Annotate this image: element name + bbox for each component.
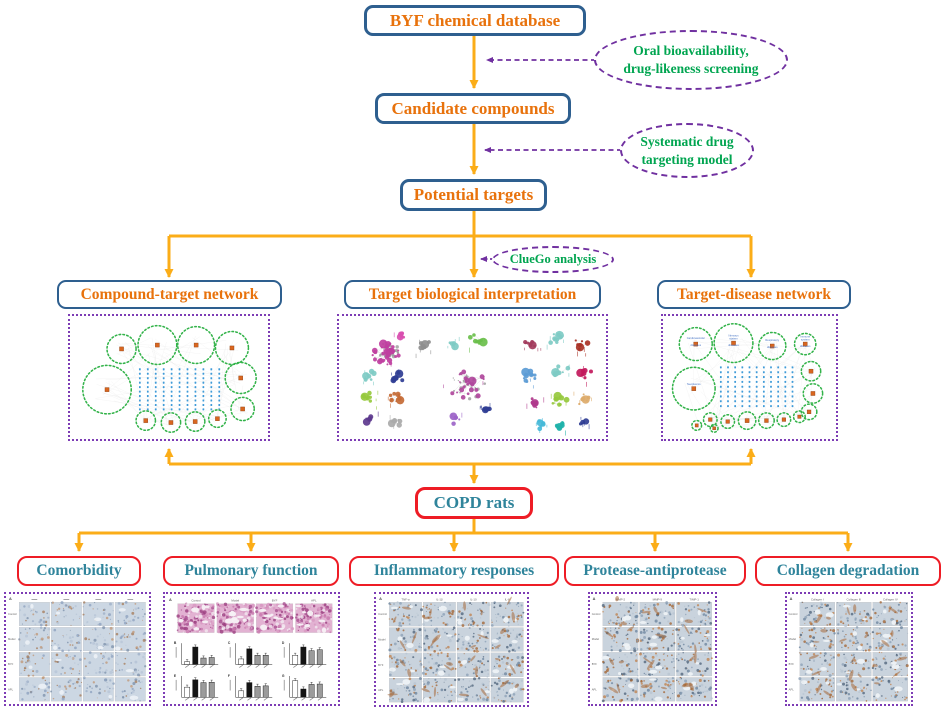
node-label: Potential targets	[413, 185, 534, 204]
ellipse-line: drug-likeness screening	[623, 61, 759, 76]
svg-text:G: G	[282, 674, 285, 678]
pulmonary-function-figure: A Control Model BYF APL B C D E F G	[169, 598, 334, 701]
svg-text:Control: Control	[789, 612, 798, 616]
svg-text:E: E	[174, 674, 177, 678]
svg-text:MMP-2: MMP-2	[616, 597, 626, 601]
header-label: Target-disease network	[677, 285, 831, 303]
svg-text:Control: Control	[378, 612, 387, 616]
svg-text:MMP-9: MMP-9	[653, 597, 663, 601]
header-inflammatory-responses: Inflammatory responses	[349, 556, 559, 586]
svg-text:Control: Control	[592, 612, 601, 616]
svg-text:TNF-α: TNF-α	[401, 597, 410, 601]
node-label: COPD rats	[433, 493, 515, 512]
svg-text:Collagen III: Collagen III	[847, 597, 862, 601]
header-label: Inflammatory responses	[373, 562, 535, 579]
svg-text:A: A	[9, 597, 12, 601]
node-label: BYF chemical database	[389, 10, 561, 30]
svg-text:APL: APL	[311, 599, 317, 603]
svg-text:APL: APL	[789, 687, 795, 691]
svg-text:BYF: BYF	[789, 662, 795, 666]
ellipse-line: targeting model	[641, 151, 733, 167]
header-comorbidity: Comorbidity	[17, 556, 141, 586]
header-label: Compound-target network	[80, 285, 259, 303]
node-copd-rats: COPD rats	[415, 487, 533, 519]
svg-text:Model: Model	[8, 637, 16, 641]
header-label: Target biological interpretation	[368, 285, 577, 303]
svg-text:B: B	[174, 641, 177, 645]
compound-target-network-figure	[82, 324, 257, 433]
svg-text:BYF: BYF	[8, 662, 14, 666]
ellipse-oral-bioavailability: Oral bioavailability, drug-likeness scre…	[594, 30, 788, 90]
svg-text:A: A	[593, 597, 596, 601]
svg-text:IL-6: IL-6	[505, 597, 510, 601]
svg-text:C: C	[228, 641, 231, 645]
svg-text:APL: APL	[378, 688, 384, 692]
purple-annotation-arrows	[480, 57, 622, 262]
header-target-biological-interpretation: Target biological interpretation	[344, 280, 601, 309]
node-byf-chemical-database: BYF chemical database	[364, 5, 586, 36]
svg-text:A: A	[790, 597, 793, 601]
svg-text:TIMP-1: TIMP-1	[689, 597, 699, 601]
biological-interpretation-figure	[360, 330, 593, 436]
ellipse-systematic-drug-targeting: Systematic drug targeting model	[620, 123, 754, 178]
header-label: Pulmonary function	[184, 562, 318, 579]
ellipse-line: Systematic drug	[640, 133, 734, 149]
header-compound-target-network: Compound-target network	[57, 280, 282, 309]
svg-text:BYF: BYF	[592, 662, 598, 666]
node-label: Candidate compounds	[391, 98, 555, 118]
svg-text:A: A	[379, 597, 382, 601]
svg-text:Neoplasms: Neoplasms	[687, 382, 701, 386]
ellipse-line: ClueGo analysis	[509, 252, 597, 267]
collagen-histology-figure: A Collagen I Collagen III Collagen IV Contro…	[789, 597, 909, 702]
svg-text:IL-10: IL-10	[470, 597, 477, 601]
svg-text:Model: Model	[231, 599, 239, 603]
svg-text:APL: APL	[8, 687, 14, 691]
panel-target-biological-interpretation	[337, 314, 608, 441]
svg-text:BYF: BYF	[378, 663, 384, 667]
ellipse-cluego-analysis: ClueGo analysis	[492, 246, 614, 273]
ellipse-line: Oral bioavailability,	[633, 43, 749, 59]
svg-text:Model: Model	[592, 637, 600, 641]
panel-collagen-histology: A Collagen I Collagen III Collagen IV Contro…	[785, 592, 913, 706]
panel-compound-target-network	[68, 314, 270, 441]
svg-text:Model: Model	[789, 637, 797, 641]
svg-text:Control: Control	[191, 599, 201, 603]
svg-text:Control: Control	[8, 612, 17, 616]
header-target-disease-network: Target-disease network	[657, 280, 851, 309]
svg-text:Collagen IV: Collagen IV	[883, 597, 898, 601]
svg-text:D: D	[282, 641, 285, 645]
header-label: Collagen degradation	[776, 562, 920, 579]
svg-text:Collagen I: Collagen I	[811, 597, 824, 601]
header-label: Comorbidity	[36, 562, 122, 579]
header-protease-antiprotease: Protease-antiprotease	[564, 556, 746, 586]
svg-text:BYF: BYF	[272, 599, 278, 603]
header-label: Protease-antiprotease	[583, 562, 727, 579]
panel-pulmonary-function: A Control Model BYF APL B C D E F G	[163, 592, 340, 706]
node-potential-targets: Potential targets	[400, 179, 547, 211]
svg-text:APL: APL	[592, 687, 598, 691]
svg-text:A: A	[169, 598, 172, 602]
svg-text:F: F	[228, 674, 230, 678]
svg-text:Model: Model	[378, 637, 386, 641]
header-collagen-degradation: Collagen degradation	[755, 556, 941, 586]
node-candidate-compounds: Candidate compounds	[375, 93, 571, 124]
svg-text:IL-1β: IL-1β	[436, 597, 443, 601]
header-pulmonary-function: Pulmonary function	[163, 556, 339, 586]
